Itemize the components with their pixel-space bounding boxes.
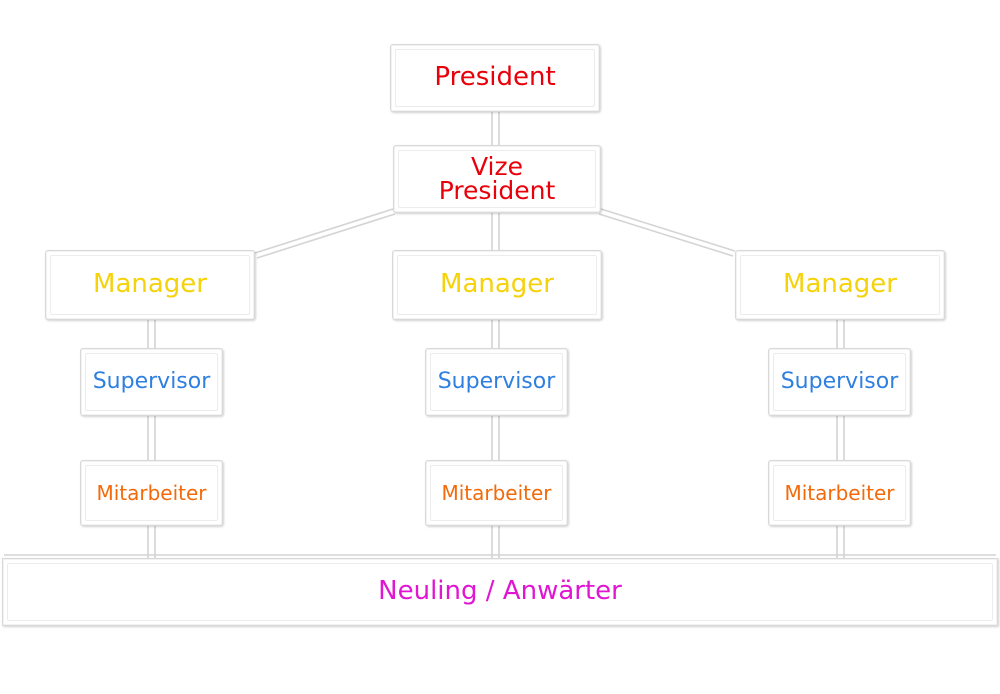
node-manager-left-label: Manager <box>93 269 207 300</box>
node-vice-president-label-line1: Vize <box>470 151 523 181</box>
node-manager-right[interactable]: Manager <box>735 250 945 320</box>
connector-vp-manager-right <box>600 208 736 252</box>
node-supervisor-middle-label: Supervisor <box>437 369 556 395</box>
node-president-label: President <box>434 62 556 93</box>
node-mitarbeiter-right-label: Mitarbeiter <box>784 480 895 505</box>
node-vice-president[interactable]: Vize President <box>393 145 601 213</box>
node-neuling-anwaerter[interactable]: Neuling / Anwärter <box>2 558 998 626</box>
node-vice-president-label: Vize President <box>438 151 556 205</box>
node-mitarbeiter-left-label: Mitarbeiter <box>96 480 207 505</box>
node-mitarbeiter-right[interactable]: Mitarbeiter <box>768 460 911 526</box>
node-neuling-anwaerter-label: Neuling / Anwärter <box>378 576 622 607</box>
node-manager-middle-label: Manager <box>440 269 554 300</box>
node-supervisor-right[interactable]: Supervisor <box>768 348 911 416</box>
node-mitarbeiter-left[interactable]: Mitarbeiter <box>80 460 223 526</box>
node-mitarbeiter-middle-label: Mitarbeiter <box>441 480 552 505</box>
node-supervisor-right-label: Supervisor <box>780 369 899 395</box>
connector-vp-manager-right-2 <box>598 213 734 257</box>
node-mitarbeiter-middle[interactable]: Mitarbeiter <box>425 460 568 526</box>
connector-vp-manager-left-2 <box>256 213 396 259</box>
node-manager-left[interactable]: Manager <box>45 250 255 320</box>
node-supervisor-left[interactable]: Supervisor <box>80 348 223 416</box>
connector-vp-manager-left <box>254 208 394 254</box>
node-manager-middle[interactable]: Manager <box>392 250 602 320</box>
node-manager-right-label: Manager <box>783 269 897 300</box>
node-supervisor-left-label: Supervisor <box>92 369 211 395</box>
node-president[interactable]: President <box>390 44 600 112</box>
node-vice-president-label-line2: President <box>438 176 556 205</box>
node-supervisor-middle[interactable]: Supervisor <box>425 348 568 416</box>
